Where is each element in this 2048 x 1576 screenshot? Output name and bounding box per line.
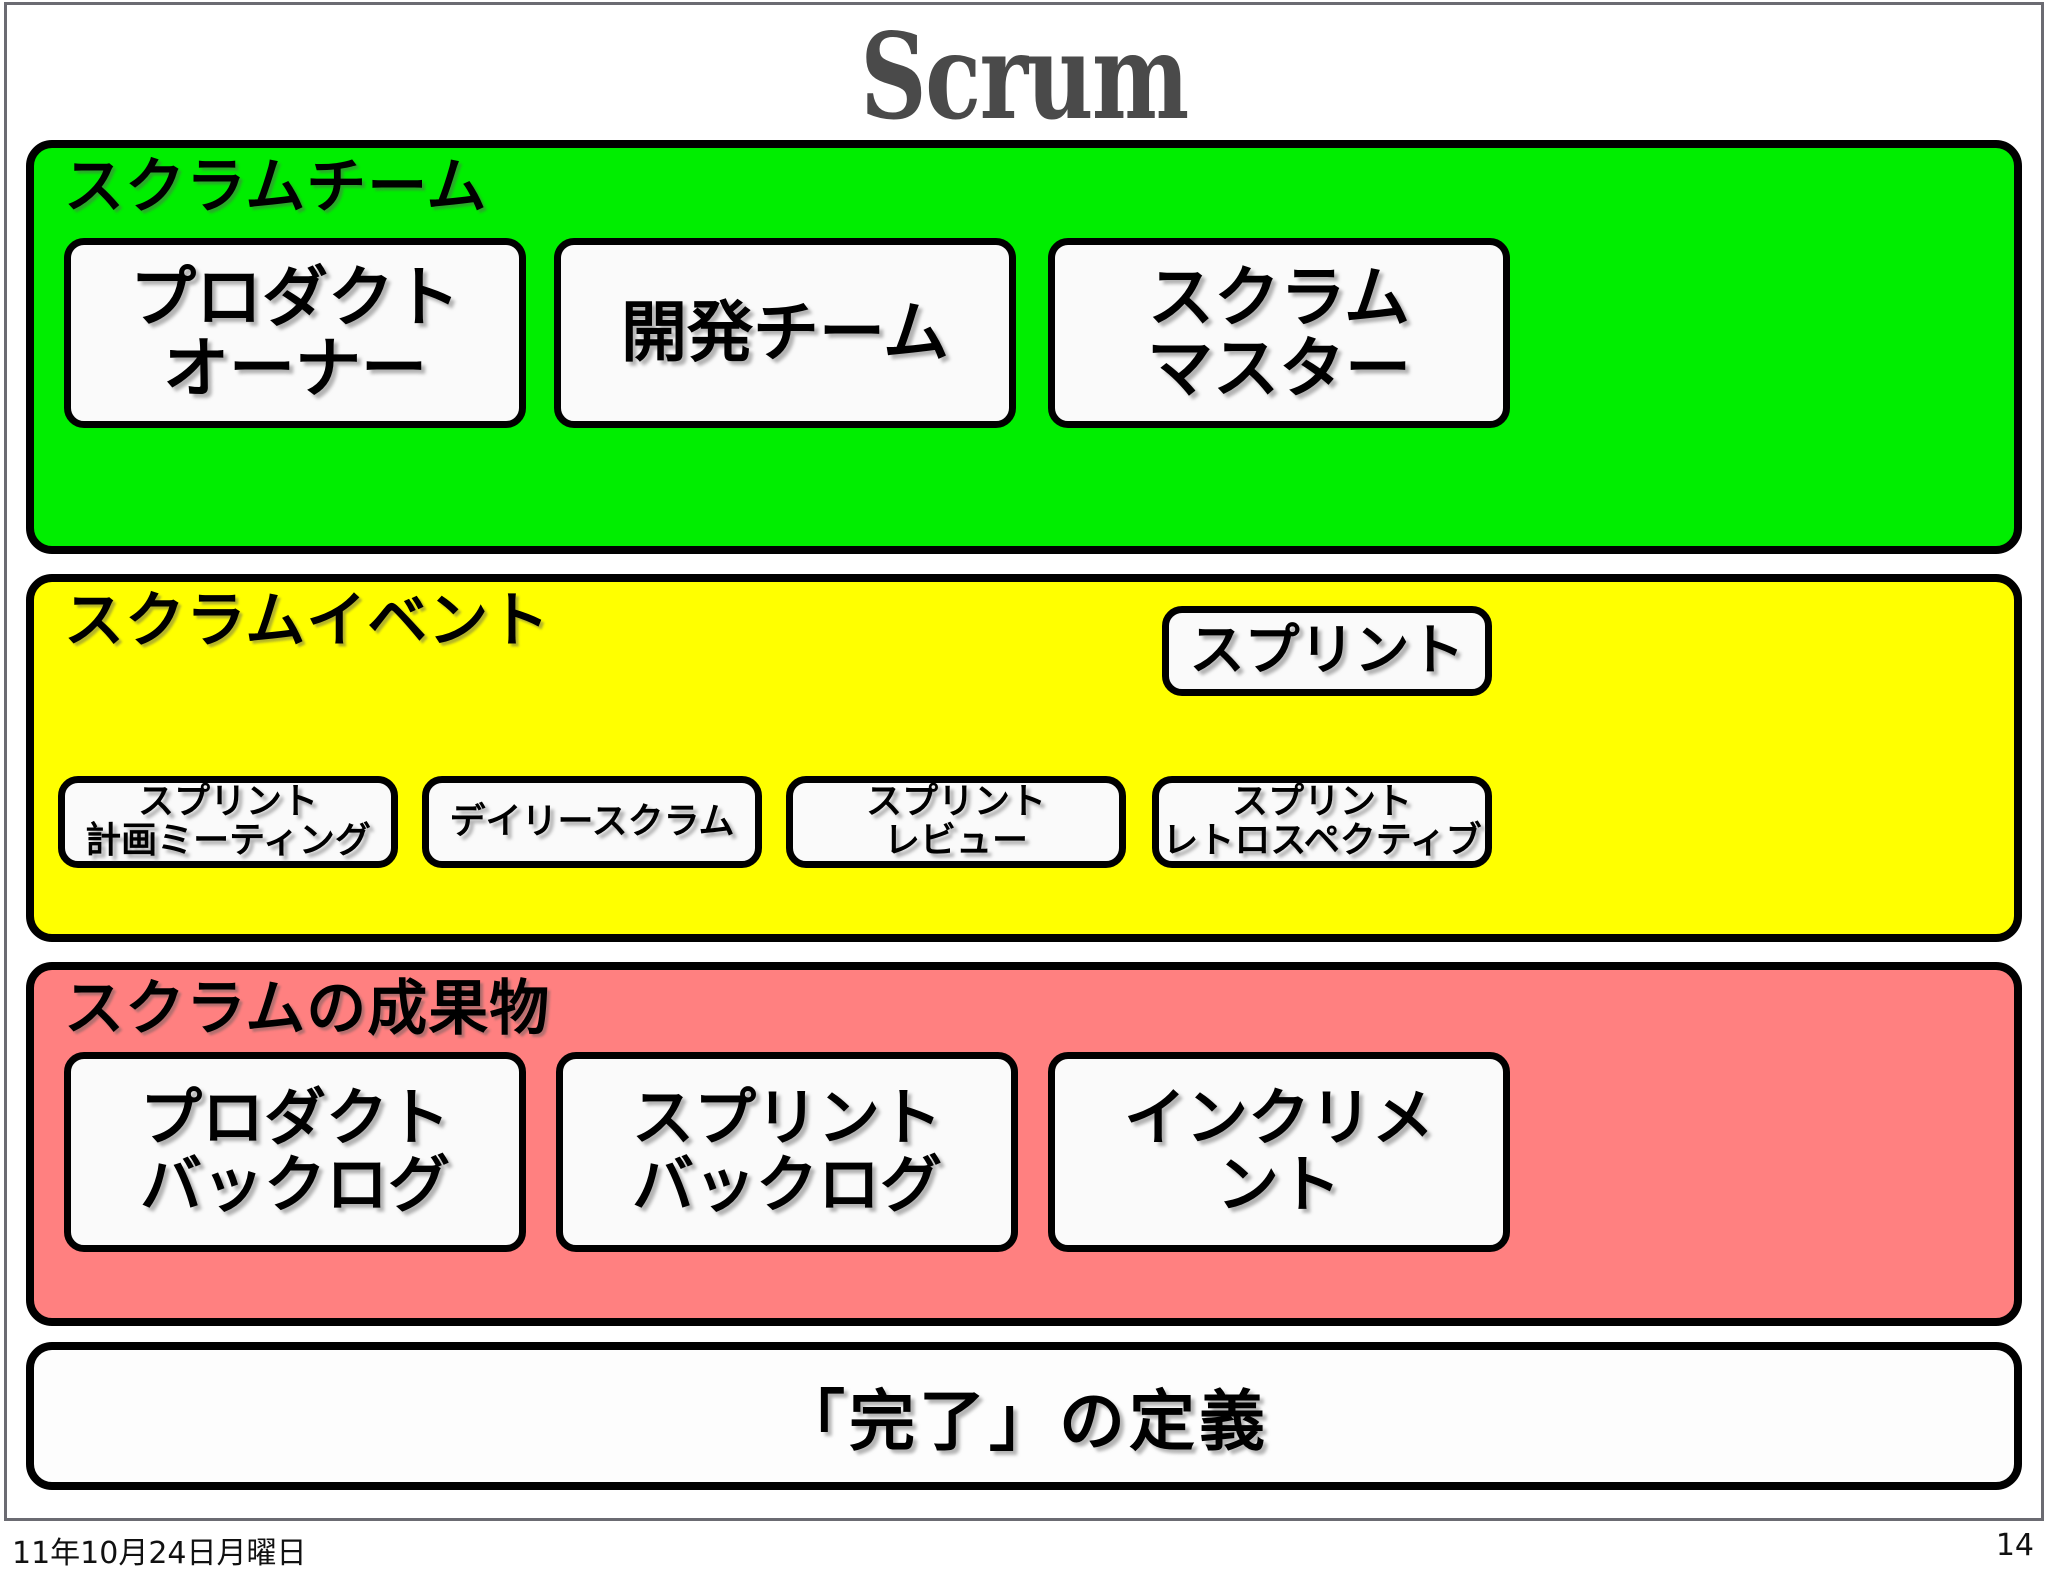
card-product-backlog[interactable]: プロダクト バックログ — [64, 1052, 526, 1252]
card-increment[interactable]: インクリメ ント — [1048, 1052, 1510, 1252]
footer-page-number: 14 — [1995, 1528, 2034, 1563]
section-scrum-team: スクラムチーム プロダクト オーナー 開発チーム スクラム マスター — [26, 140, 2022, 554]
card-scrum-master[interactable]: スクラム マスター — [1048, 238, 1510, 428]
card-sprint-review[interactable]: スプリント レビュー — [786, 776, 1126, 868]
definition-of-done-label: 「完了」の定義 — [779, 1383, 1269, 1460]
card-product-owner[interactable]: プロダクト オーナー — [64, 238, 526, 428]
card-development-team[interactable]: 開発チーム — [554, 238, 1016, 428]
section-scrum-events: スクラムイベント スプリント スプリント 計画ミーティング デイリースクラム ス… — [26, 574, 2022, 942]
section-definition-of-done[interactable]: 「完了」の定義 — [26, 1342, 2022, 1490]
section-label-scrum-artifacts: スクラムの成果物 — [64, 974, 551, 1044]
card-sprint[interactable]: スプリント — [1162, 606, 1492, 696]
card-sprint-backlog[interactable]: スプリント バックログ — [556, 1052, 1018, 1252]
section-label-scrum-events: スクラムイベント — [64, 586, 551, 656]
footer-date: 11年10月24日月曜日 — [12, 1536, 307, 1571]
page-title: Scrum — [860, 7, 1189, 146]
card-daily-scrum[interactable]: デイリースクラム — [422, 776, 762, 868]
section-label-scrum-team: スクラムチーム — [64, 152, 488, 222]
card-sprint-planning-meeting[interactable]: スプリント 計画ミーティング — [58, 776, 398, 868]
section-scrum-artifacts: スクラムの成果物 プロダクト バックログ スプリント バックログ インクリメ ン… — [26, 962, 2022, 1326]
card-sprint-retrospective[interactable]: スプリント レトロスペクティブ — [1152, 776, 1492, 868]
